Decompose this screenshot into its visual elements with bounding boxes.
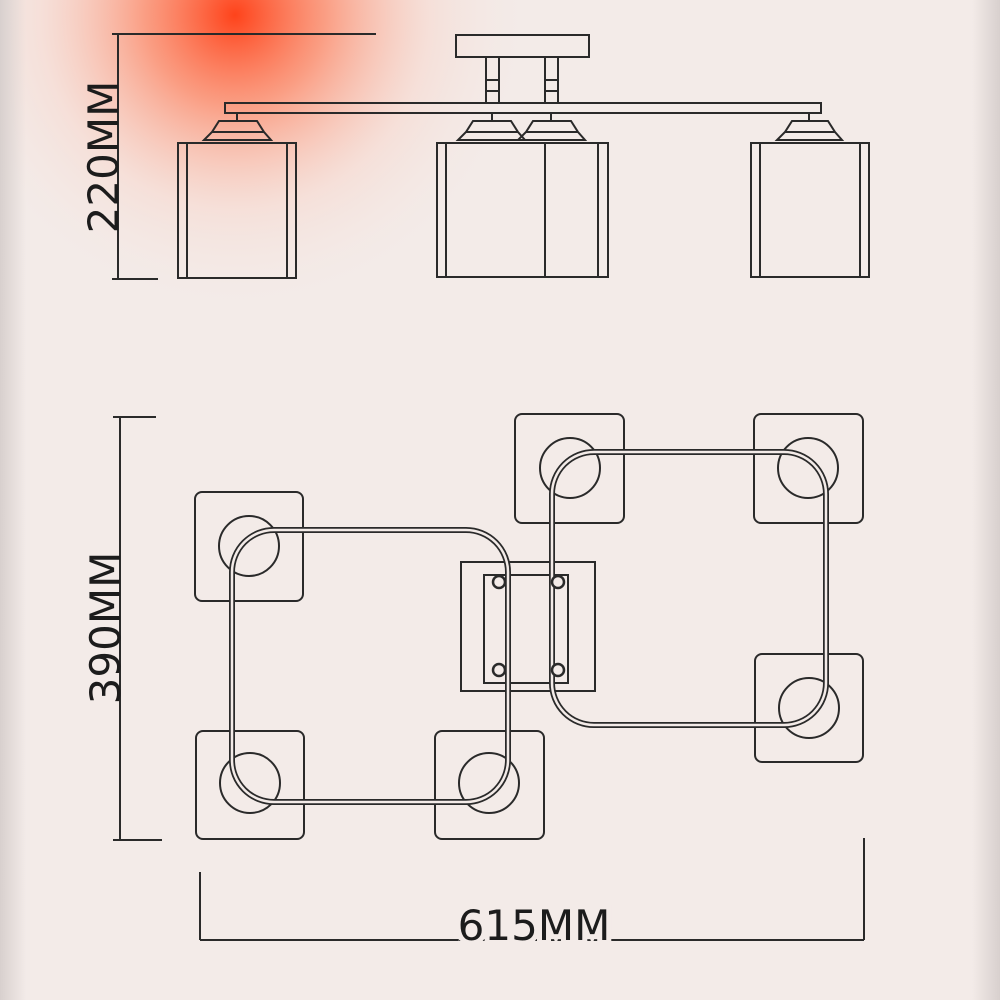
- depth-dimension-line: [113, 416, 162, 841]
- shade-square: [434, 730, 545, 840]
- socket-cap: [515, 120, 588, 141]
- shade-square: [194, 491, 304, 602]
- shade-square: [514, 413, 625, 524]
- frame-loop-left: [229, 527, 511, 805]
- shade-square: [195, 730, 305, 840]
- right-edge-shade: [972, 0, 1000, 1000]
- top-view: [113, 413, 865, 941]
- center-mount-plate: [460, 561, 596, 692]
- side-view: [112, 33, 870, 280]
- shade-square: [754, 653, 864, 763]
- socket-cap: [201, 120, 274, 141]
- glass-shade-pair: [436, 142, 609, 278]
- socket-cap: [774, 120, 845, 141]
- width-label: 615MM: [458, 901, 611, 950]
- frame-loop-right: [549, 449, 829, 728]
- depth-label: 390MM: [81, 552, 130, 705]
- ceiling-plate: [455, 34, 590, 58]
- height-label: 220MM: [79, 81, 128, 234]
- glass-shade: [177, 142, 297, 279]
- height-dimension-line: [112, 33, 376, 280]
- glass-shade: [750, 142, 870, 278]
- width-dimension-line: [199, 838, 865, 941]
- mount-screws: [491, 574, 566, 678]
- left-edge-shade: [0, 0, 26, 1000]
- shade-square: [753, 413, 864, 524]
- side-arm: [224, 102, 822, 114]
